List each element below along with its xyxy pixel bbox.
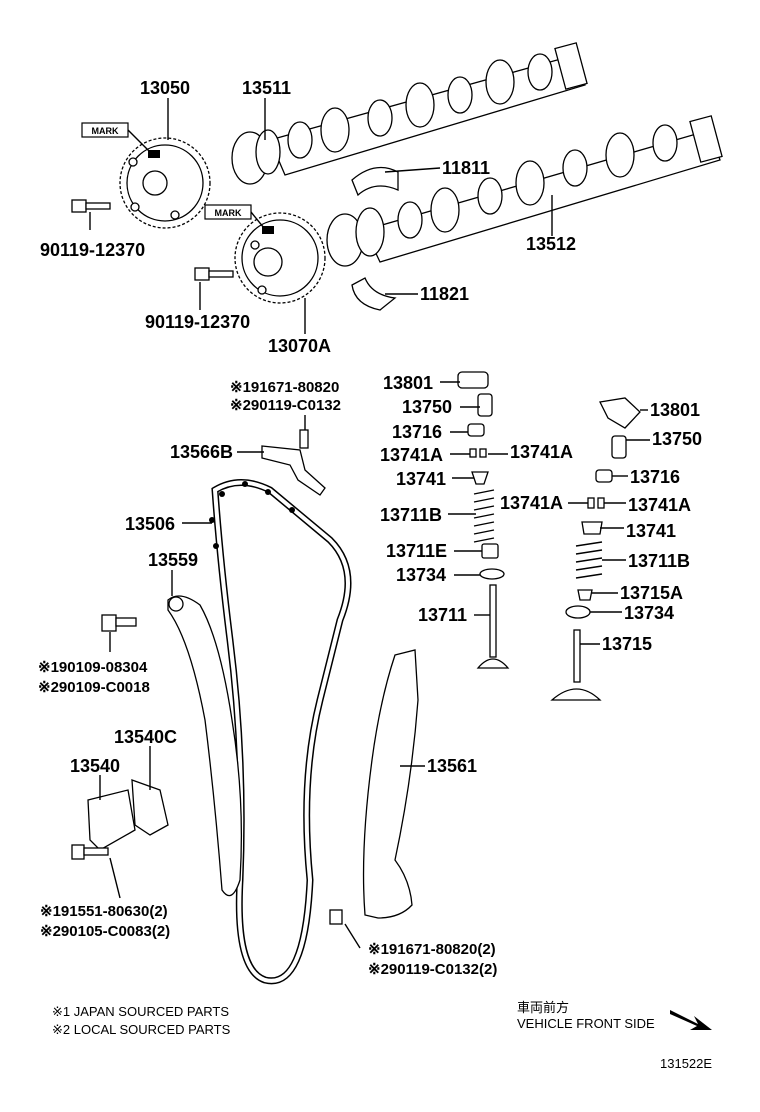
camshaft-13512 [326,115,723,267]
label-13801-b: 13801 [650,400,700,420]
label-13734-b: 13734 [624,603,674,623]
label-13711: 13711 [418,605,467,625]
mark-box-1 [81,122,129,138]
front-label-en: VEHICLE FRONT SIDE [517,1016,655,1031]
label-13741-b: 13741 [626,521,676,541]
mark-label-1: MARK [92,126,119,136]
leader-lines [89,98,650,949]
label-13741A-a: 13741A [380,445,443,465]
note-91551-80630: ※191551-80630(2) [40,903,168,920]
label-13711E: 13711E [386,541,447,561]
label-90119-12370-b: 90119-12370 [145,312,250,332]
label-13050: 13050 [140,78,190,98]
label-13512: 13512 [526,234,576,254]
label-11811: 11811 [442,158,490,178]
note-90105-C0083: ※290105-C0083(2) [40,923,170,940]
label-13506: 13506 [125,514,175,534]
label-13715A: 13715A [620,583,683,603]
note-90119-C0132-2: ※290119-C0132(2) [368,961,497,978]
label-13711B-a: 13711B [380,505,442,525]
note-90119-C0132: ※290119-C0132 [230,397,341,414]
bolt-91671-guide [329,909,343,925]
label-13511: 13511 [242,78,291,98]
chain-links [209,481,295,549]
chain-inner [212,480,350,983]
label-13734-a: 13734 [396,565,446,585]
label-13711B-b: 13711B [628,551,690,571]
legend-local-sourced: ※2 LOCAL SOURCED PARTS [52,1022,231,1037]
note-91671-80820: ※191671-80820 [230,379,339,396]
sprocket-13070A [234,212,326,304]
figure-id: 131522E [660,1056,712,1071]
label-13741A-b: 13741A [510,442,573,462]
bolt-90119-b [194,267,234,281]
front-label-jp: 車両前方 [517,1000,569,1015]
note-91671-80820-2: ※191671-80820(2) [368,941,496,958]
label-13715: 13715 [602,634,652,654]
bolt-90109 [101,614,137,632]
bolt-90119-a [71,199,111,213]
label-13750-a: 13750 [402,397,452,417]
valvetrain-left [457,371,510,669]
label-13741A-d: 13741A [628,495,691,515]
note-90109-C0018: ※290109-C0018 [38,679,150,696]
camshaft-13511 [231,42,588,185]
legend-japan-sourced: ※1 JAPAN SOURCED PARTS [52,1004,229,1019]
tensioner-arm-13559 [167,595,243,897]
label-13561: 13561 [427,756,477,776]
label-13741A-c: 13741A [500,493,563,513]
bolt-13566B [299,429,309,449]
label-11821: 11821 [420,284,469,304]
bolt-91551 [71,844,109,860]
label-13716-b: 13716 [630,467,680,487]
label-13540C: 13540C [114,727,177,747]
label-13750-b: 13750 [652,429,702,449]
note-90109-08304: ※190109-08304 [38,659,148,676]
guide-13561 [362,649,419,919]
label-13070A: 13070A [268,336,331,356]
tensioner-13540 [87,789,136,851]
front-arrow-icon [670,1010,712,1030]
bearing-11821 [351,277,397,311]
label-13801-a: 13801 [383,373,433,393]
guide-13566B [261,445,326,496]
label-90119-12370-a: 90119-12370 [40,240,145,260]
chain-outer [211,479,352,985]
sprocket-13050 [119,137,211,229]
label-13741-a: 13741 [396,469,446,489]
label-13540: 13540 [70,756,120,776]
bearing-11811 [351,166,399,197]
mark-label-2: MARK [215,208,242,218]
label-13559: 13559 [148,550,198,570]
label-13716-a: 13716 [392,422,442,442]
gasket-13540C [131,779,169,836]
label-13566B: 13566B [170,442,233,462]
